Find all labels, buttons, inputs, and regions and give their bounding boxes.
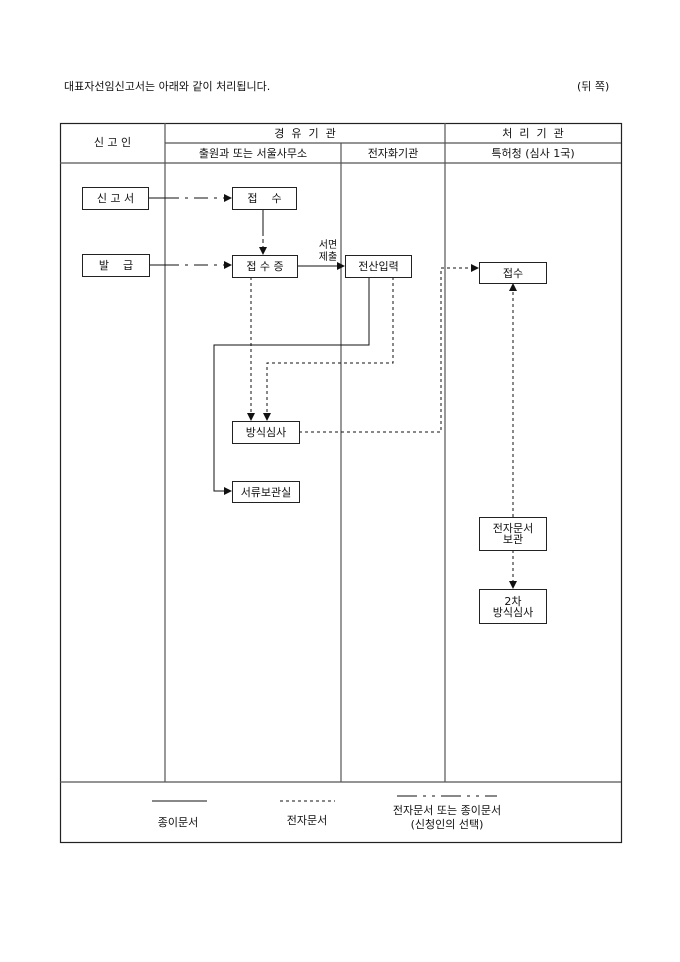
box-receive: 접 수 bbox=[232, 187, 297, 210]
box-format-review: 방식심사 bbox=[232, 421, 300, 444]
label-written-submit: 서면 제출 bbox=[318, 240, 338, 263]
header-processing-agency: 처 리 기 관 bbox=[502, 127, 564, 140]
box-report: 신 고 서 bbox=[82, 187, 149, 210]
page-side-label: (뒤 쪽) bbox=[577, 80, 610, 93]
table-grid bbox=[59, 122, 623, 844]
box-receipt: 접 수 증 bbox=[232, 255, 298, 278]
legend-either-note: (신청인의 선택) bbox=[410, 818, 484, 831]
legend-paper-label: 종이문서 bbox=[157, 816, 199, 829]
header-via-agencies: 경 유 기 관 bbox=[274, 127, 336, 140]
legend-either-label: 전자문서 또는 종이문서 bbox=[392, 804, 502, 817]
header-kipo: 특허청 (심사 1국) bbox=[491, 147, 575, 160]
box-issue: 발 급 bbox=[82, 254, 150, 277]
box-e-doc-storage: 전자문서 보관 bbox=[479, 517, 547, 551]
header-digitize: 전자화기관 bbox=[367, 147, 419, 160]
heading: 대표자선임신고서는 아래와 같이 처리됩니다. bbox=[64, 80, 271, 93]
legend-electronic-label: 전자문서 bbox=[286, 814, 328, 827]
header-office: 출원과 또는 서울사무소 bbox=[198, 147, 308, 160]
box-kipo-receive: 접수 bbox=[479, 262, 547, 284]
header-reporter: 신 고 인 bbox=[93, 136, 132, 149]
box-data-entry: 전산입력 bbox=[345, 255, 412, 278]
box-second-review: 2차 방식심사 bbox=[479, 589, 547, 624]
box-archive-room: 서류보관실 bbox=[232, 481, 300, 503]
